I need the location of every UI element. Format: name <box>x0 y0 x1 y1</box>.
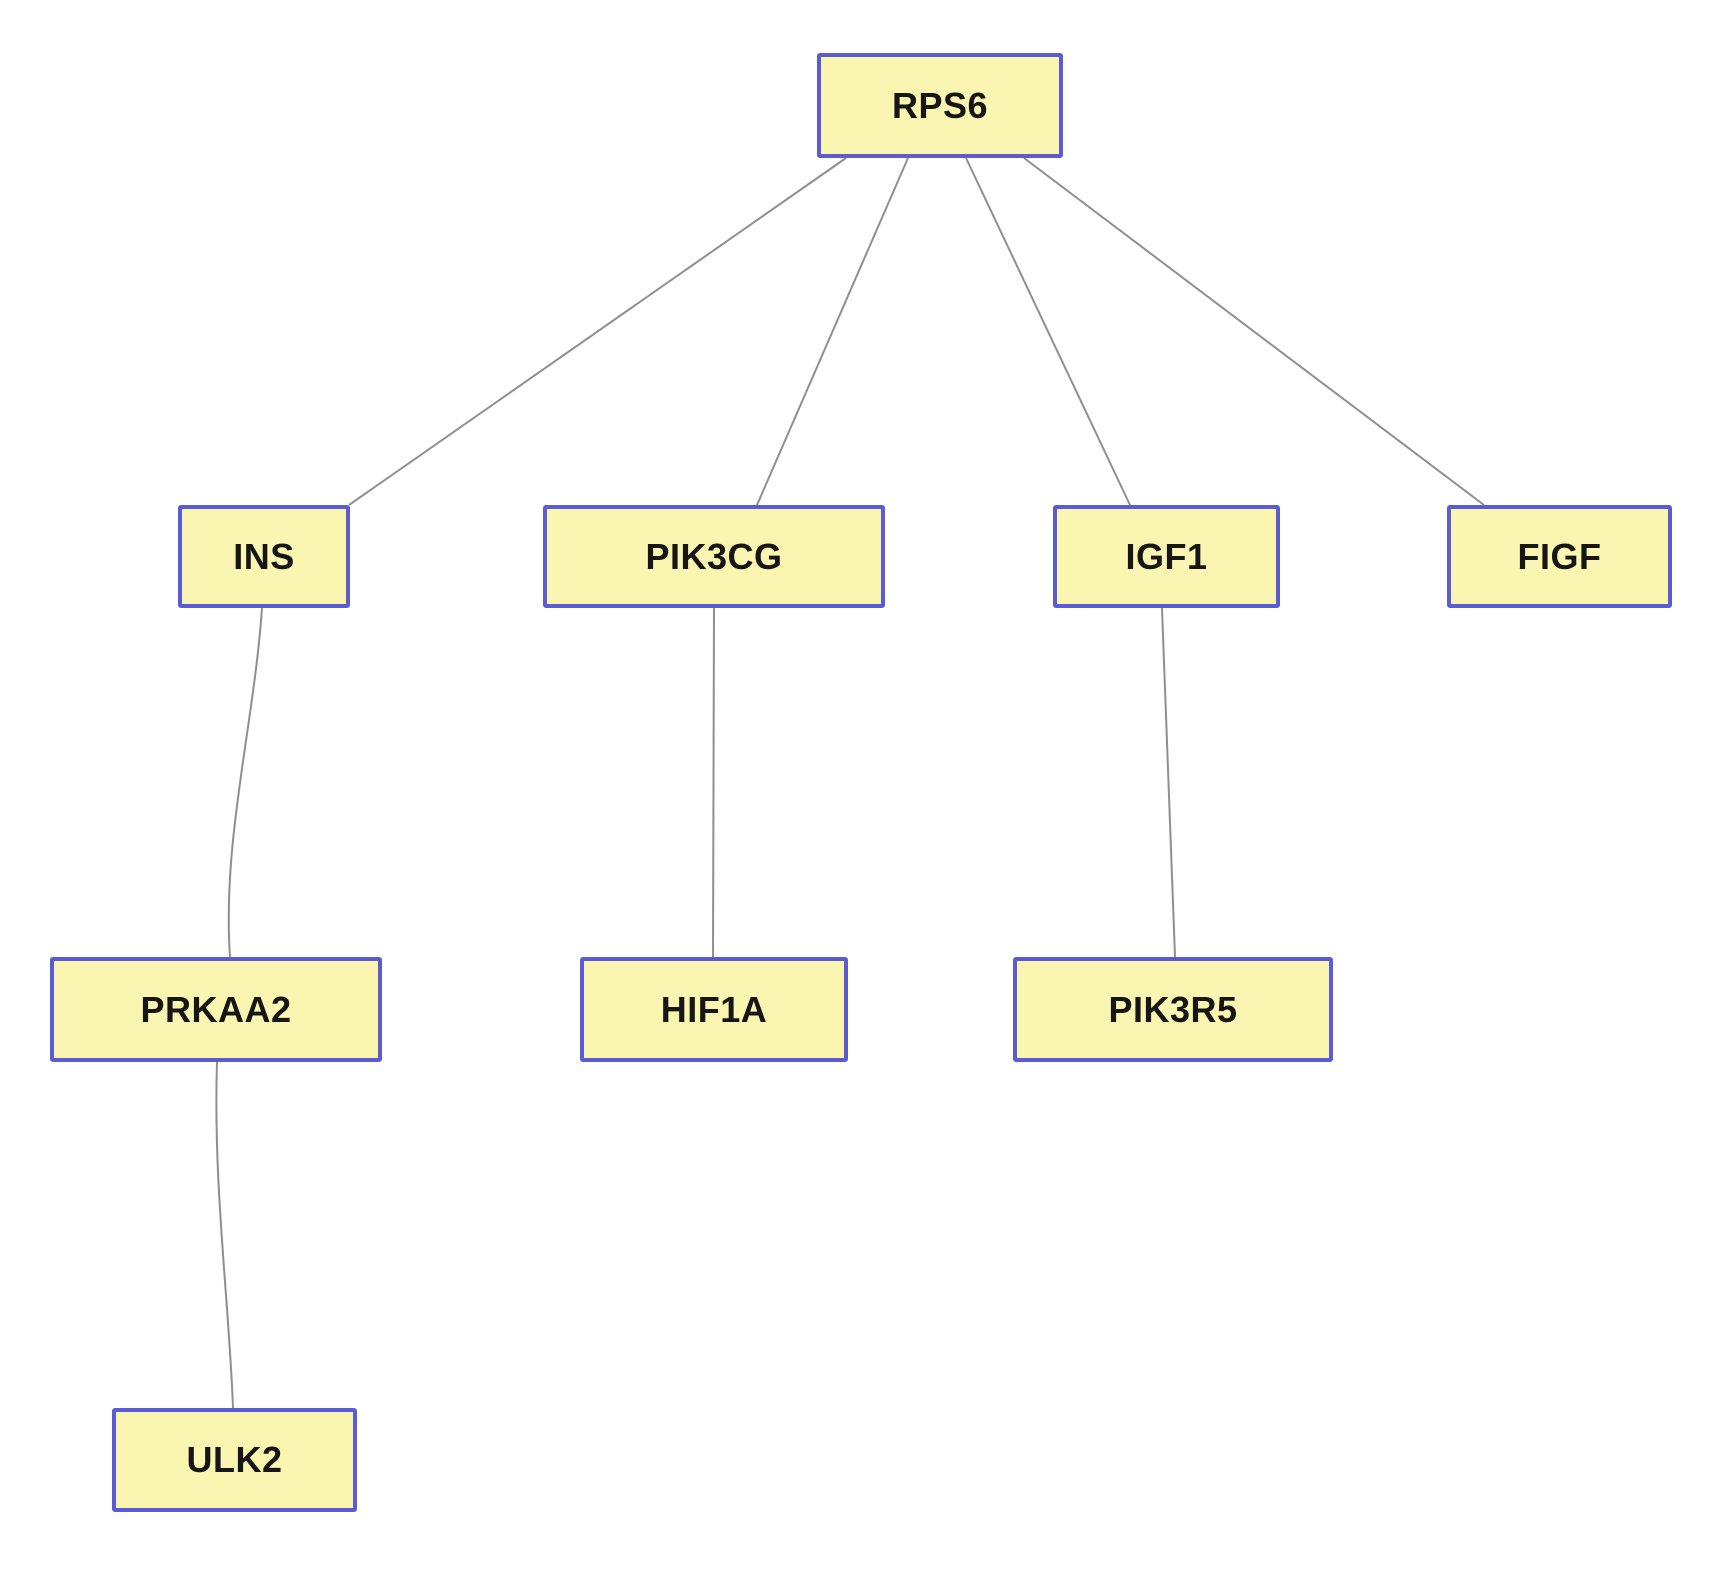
edge-igf1-pik3r5 <box>1161 607 1176 958</box>
node-prkaa2[interactable]: PRKAA2 <box>50 957 382 1062</box>
node-igf1-label: IGF1 <box>1125 535 1208 577</box>
node-rps6-label: RPS6 <box>891 84 989 126</box>
edge-rps6-ins <box>348 157 847 506</box>
node-pik3cg[interactable]: PIK3CG <box>543 505 885 608</box>
edge-pik3cg-hif1a <box>712 607 715 958</box>
edge-rps6-figf <box>1023 157 1485 506</box>
edge-ins-prkaa2 <box>227 607 263 958</box>
node-ins-label: INS <box>233 535 295 577</box>
node-hif1a[interactable]: HIF1A <box>580 957 848 1062</box>
node-hif1a-label: HIF1A <box>660 988 768 1030</box>
node-pik3r5-label: PIK3R5 <box>1108 988 1238 1030</box>
node-igf1[interactable]: IGF1 <box>1053 505 1280 608</box>
node-prkaa2-label: PRKAA2 <box>140 988 292 1030</box>
node-ulk2-label: ULK2 <box>186 1439 283 1480</box>
node-ulk2[interactable]: ULK2 <box>112 1408 357 1512</box>
edge-rps6-pik3cg <box>756 157 909 506</box>
node-pik3cg-label: PIK3CG <box>645 535 783 577</box>
edge-rps6-igf1 <box>965 157 1131 506</box>
node-pik3r5[interactable]: PIK3R5 <box>1013 957 1333 1062</box>
edge-prkaa2-ulk2 <box>215 1061 234 1409</box>
node-figf-label: FIGF <box>1517 535 1602 577</box>
node-rps6[interactable]: RPS6 <box>817 53 1063 158</box>
node-figf[interactable]: FIGF <box>1447 505 1672 608</box>
node-ins[interactable]: INS <box>178 505 350 608</box>
